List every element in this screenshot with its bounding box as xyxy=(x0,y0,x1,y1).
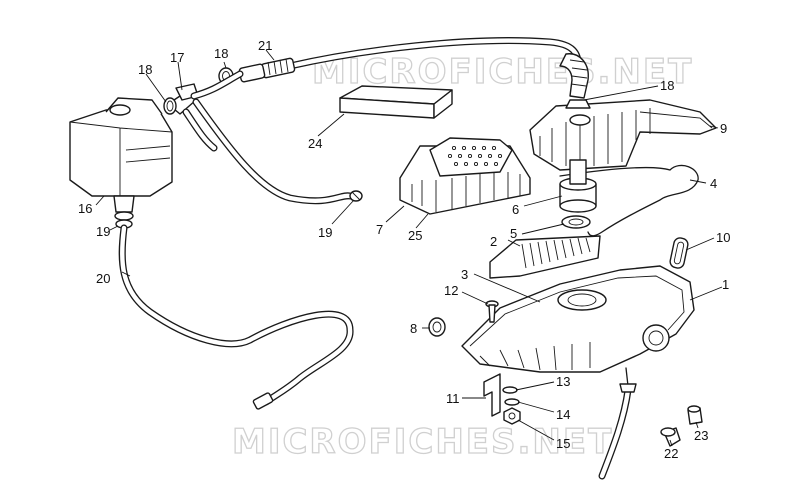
label-24: 24 xyxy=(308,136,322,151)
tank-hoses xyxy=(182,70,354,205)
label-6: 6 xyxy=(512,202,519,217)
label-11: 11 xyxy=(446,391,460,406)
label-21: 21 xyxy=(258,38,272,53)
label-22: 22 xyxy=(664,446,678,461)
label-19-right: 19 xyxy=(318,225,332,240)
label-14: 14 xyxy=(556,407,570,422)
bracket-11 xyxy=(483,373,501,417)
cap-23 xyxy=(687,405,703,425)
clamp-18-right xyxy=(565,99,591,109)
leader-lines xyxy=(95,49,723,447)
washer-13 xyxy=(502,386,518,394)
elbow-connector xyxy=(559,53,589,99)
cover-7 xyxy=(399,137,531,215)
label-4: 4 xyxy=(710,176,717,191)
label-15: 15 xyxy=(556,436,570,451)
drain-hose xyxy=(598,383,637,480)
label-10: 10 xyxy=(716,230,730,245)
label-13: 13 xyxy=(556,374,570,389)
upper-housing-9 xyxy=(529,99,717,171)
reservoir-16 xyxy=(69,97,173,221)
ring-8 xyxy=(428,317,446,337)
label-9: 9 xyxy=(720,121,727,136)
intake-tube-6 xyxy=(559,159,597,213)
watermark-top: MICROFICHES.NET xyxy=(312,52,693,92)
label-1: 1 xyxy=(722,277,729,292)
washer-14 xyxy=(504,398,520,406)
gasket-4 xyxy=(559,164,699,237)
filter-element-24 xyxy=(339,85,453,119)
label-23: 23 xyxy=(694,428,708,443)
watermark-bottom: MICROFICHES.NET xyxy=(232,422,613,462)
label-20: 20 xyxy=(96,271,110,286)
hose-20 xyxy=(118,224,354,410)
label-25: 25 xyxy=(408,228,422,243)
label-17: 17 xyxy=(170,50,184,65)
label-16: 16 xyxy=(78,201,92,216)
label-5: 5 xyxy=(510,226,517,241)
ring-5 xyxy=(561,215,591,229)
lower-housing-1 xyxy=(461,265,695,387)
label-7: 7 xyxy=(376,222,383,237)
hose-21 xyxy=(286,37,582,74)
label-2: 2 xyxy=(490,234,497,249)
label-19-left: 19 xyxy=(96,224,110,239)
clip-19-right xyxy=(349,190,363,202)
label-12: 12 xyxy=(444,283,458,298)
filter-2 xyxy=(489,235,601,279)
clamp-18-left xyxy=(163,97,177,115)
corrugated-fitting xyxy=(238,57,296,83)
screw-12 xyxy=(485,300,499,323)
label-8: 8 xyxy=(410,321,417,336)
nut-15 xyxy=(503,407,521,425)
label-18-left: 18 xyxy=(138,62,152,77)
label-18-right: 18 xyxy=(660,78,674,93)
seal-10 xyxy=(669,237,689,269)
label-18-top: 18 xyxy=(214,46,228,61)
label-3: 3 xyxy=(461,267,468,282)
plug-22 xyxy=(660,427,681,447)
